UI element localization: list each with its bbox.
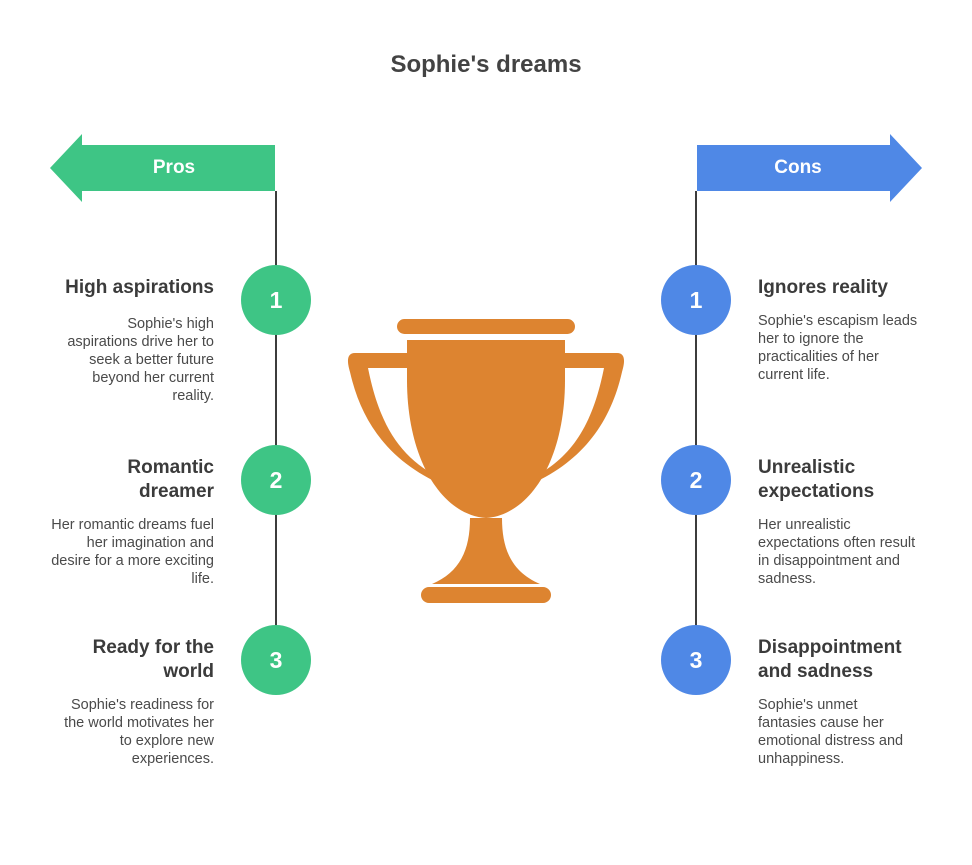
cons-number-badge: 3 <box>661 625 731 695</box>
cons-item-desc: Sophie's unmet fantasies cause her emoti… <box>758 697 904 767</box>
pros-item-desc: Sophie's high aspirations drive her to s… <box>67 316 214 404</box>
pros-number-badge: 1 <box>241 265 311 335</box>
cons-item-title: Ignores reality <box>758 277 888 298</box>
pros-label: Pros <box>152 157 196 178</box>
cons-number-badge: 1 <box>661 265 731 335</box>
cons-item-title: Disappointment and sadness <box>758 637 902 682</box>
pros-item-title: Ready for the world <box>92 637 214 682</box>
cons-item-title: Unrealistic expectations <box>758 457 875 502</box>
pros-item-desc: Sophie's readiness for the world motivat… <box>64 697 214 767</box>
pros-number-badge: 3 <box>241 625 311 695</box>
cons-timeline-line <box>695 191 697 660</box>
pros-item-desc: Her romantic dreams fuel her imagination… <box>51 517 214 587</box>
pros-item-title: High aspirations <box>65 277 214 298</box>
pros-arrow-icon <box>50 134 275 202</box>
cons-number-badge: 2 <box>661 445 731 515</box>
cons-item-desc: Her unrealistic expectations often resul… <box>758 517 916 587</box>
page-title: Sophie's dreams <box>390 51 582 78</box>
pros-number-badge: 2 <box>241 445 311 515</box>
cons-label: Cons <box>774 157 822 178</box>
cons-item-desc: Sophie's escapism leads her to ignore th… <box>758 313 918 383</box>
pros-timeline-line <box>275 191 277 660</box>
trophy-icon <box>347 319 625 603</box>
pros-item-title: Romantic dreamer <box>127 457 214 502</box>
cons-arrow-icon <box>697 134 922 202</box>
